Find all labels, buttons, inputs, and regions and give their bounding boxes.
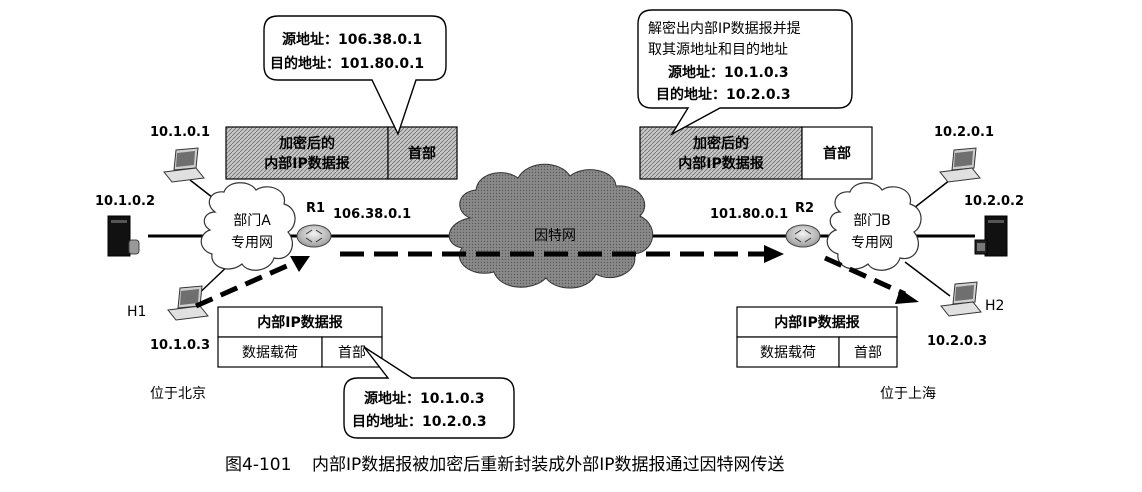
encrypted-packet-right: 加密后的 内部IP数据报 首部: [639, 126, 873, 180]
cloud-icon: [826, 182, 922, 271]
encrypted-payload-line2: 内部IP数据报: [678, 155, 763, 172]
encrypted-packet-left: 加密后的 内部IP数据报 首部: [225, 126, 458, 180]
server-icon: [974, 215, 1008, 257]
laptop-icon: [163, 147, 205, 183]
router-r2: R2 101.80.0.1: [710, 201, 821, 248]
r1-label: R1: [306, 201, 325, 216]
laptop-icon: [939, 147, 981, 183]
link-h2: [904, 261, 951, 297]
callout-bubble: [263, 15, 447, 136]
host-10-2-0-2-label: 10.2.0.2: [964, 194, 1024, 209]
inner-datagram-left: 内部IP数据报 数据载荷 首部: [217, 306, 383, 368]
server-10-2-0-2: 10.2.0.2: [964, 194, 1024, 257]
encrypted-payload-line2: 内部IP数据报: [264, 155, 349, 172]
encrypted-payload-line1: 加密后的: [278, 135, 335, 152]
decrypt-src-addr: 源地址：10.1.0.3: [668, 64, 789, 81]
inner-datagram-title: 内部IP数据报: [257, 314, 342, 331]
laptop-10-2-0-1: 10.2.0.1: [934, 125, 994, 183]
packet-flow: [194, 245, 919, 309]
arrowhead-r2: [764, 245, 784, 263]
encrypted-payload-line1: 加密后的: [692, 135, 749, 152]
figure-number: 图4-101: [225, 455, 291, 475]
server-10-1-0-2: 10.1.0.2: [95, 194, 155, 257]
decrypt-note-line2: 取其源地址和目的地址: [648, 42, 788, 58]
server-icon: [107, 215, 140, 257]
inner-dst-addr: 目的地址：10.2.0.3: [352, 413, 487, 430]
figure-caption: 内部IP数据报被加密后重新封装成外部IP数据报通过因特网传送: [312, 455, 785, 475]
laptop-10-1-0-1: 10.1.0.1: [150, 125, 210, 183]
decrypt-dst-addr: 目的地址：10.2.0.3: [656, 86, 791, 103]
outer-header-label: 首部: [823, 145, 851, 162]
router-icon: [785, 224, 821, 248]
host-h2-label: H2: [985, 298, 1004, 314]
laptop-h2: H2 10.2.0.3: [927, 281, 1004, 349]
host-10-2-0-1-label: 10.2.0.1: [934, 125, 994, 140]
inner-src-addr: 源地址：10.1.0.3: [364, 390, 485, 407]
inner-header-label: 首部: [854, 345, 882, 361]
location-left: 位于北京: [150, 386, 206, 402]
dept-b-cloud: 部门B 专用网: [826, 182, 922, 271]
arrowhead-r1: [290, 256, 310, 272]
dept-a-line2: 专用网: [231, 235, 273, 251]
internet-label: 因特网: [534, 228, 576, 244]
flow-r2-to-h2: [823, 255, 907, 297]
outer-src-addr: 源地址：106.38.0.1: [282, 31, 422, 48]
host-10-1-0-2-label: 10.1.0.2: [95, 194, 155, 209]
callout-outer-header: 源地址：106.38.0.1 目的地址：101.80.0.1: [263, 15, 447, 136]
laptop-icon: [940, 281, 982, 317]
r1-ip: 106.38.0.1: [333, 207, 411, 222]
inner-payload-label: 数据载荷: [760, 345, 816, 361]
dept-b-line2: 专用网: [851, 235, 893, 251]
laptop-h1: H1 10.1.0.3: [127, 285, 210, 353]
callout-decrypt-note: 解密出内部IP数据报并提 取其源地址和目的地址 源地址：10.1.0.3 目的地…: [637, 9, 853, 136]
encrypted-payload: [225, 126, 389, 180]
r2-label: R2: [795, 201, 814, 216]
decrypt-note-line1: 解密出内部IP数据报并提: [648, 20, 801, 37]
callout-bubble: [343, 346, 515, 439]
host-h1-label: H1: [127, 304, 146, 320]
outer-header-cell: [801, 126, 873, 180]
callout-inner-header: 源地址：10.1.0.3 目的地址：10.2.0.3: [343, 346, 515, 439]
outer-header-cell: [387, 126, 458, 180]
inner-datagram-right: 内部IP数据报 数据载荷 首部: [736, 306, 898, 368]
location-right: 位于上海: [880, 386, 936, 402]
flow-h1-to-r1: [194, 258, 300, 309]
router-r1: R1 106.38.0.1: [296, 201, 411, 248]
host-10-1-0-1-label: 10.1.0.1: [150, 125, 210, 140]
encrypted-payload: [639, 126, 803, 180]
internet-cloud: 因特网: [448, 163, 654, 289]
outer-header-label: 首部: [408, 145, 436, 162]
dept-a-cloud: 部门A 专用网: [200, 182, 296, 271]
inner-header-label: 首部: [338, 345, 366, 361]
inner-payload-label: 数据载荷: [242, 345, 298, 361]
host-10-1-0-3-label: 10.1.0.3: [150, 338, 210, 353]
inner-datagram-title: 内部IP数据报: [774, 314, 859, 331]
laptop-icon: [167, 285, 209, 321]
r2-ip: 101.80.0.1: [710, 207, 788, 222]
host-10-2-0-3-label: 10.2.0.3: [927, 334, 987, 349]
dept-b-line1: 部门B: [853, 213, 891, 229]
arrowhead-h2: [895, 289, 919, 304]
cloud-icon: [200, 182, 296, 271]
cloud-icon: [448, 163, 654, 289]
callout-bubble: [637, 9, 853, 136]
router-icon: [296, 224, 332, 248]
outer-dst-addr: 目的地址：101.80.0.1: [270, 55, 424, 72]
dept-a-line1: 部门A: [233, 213, 271, 229]
